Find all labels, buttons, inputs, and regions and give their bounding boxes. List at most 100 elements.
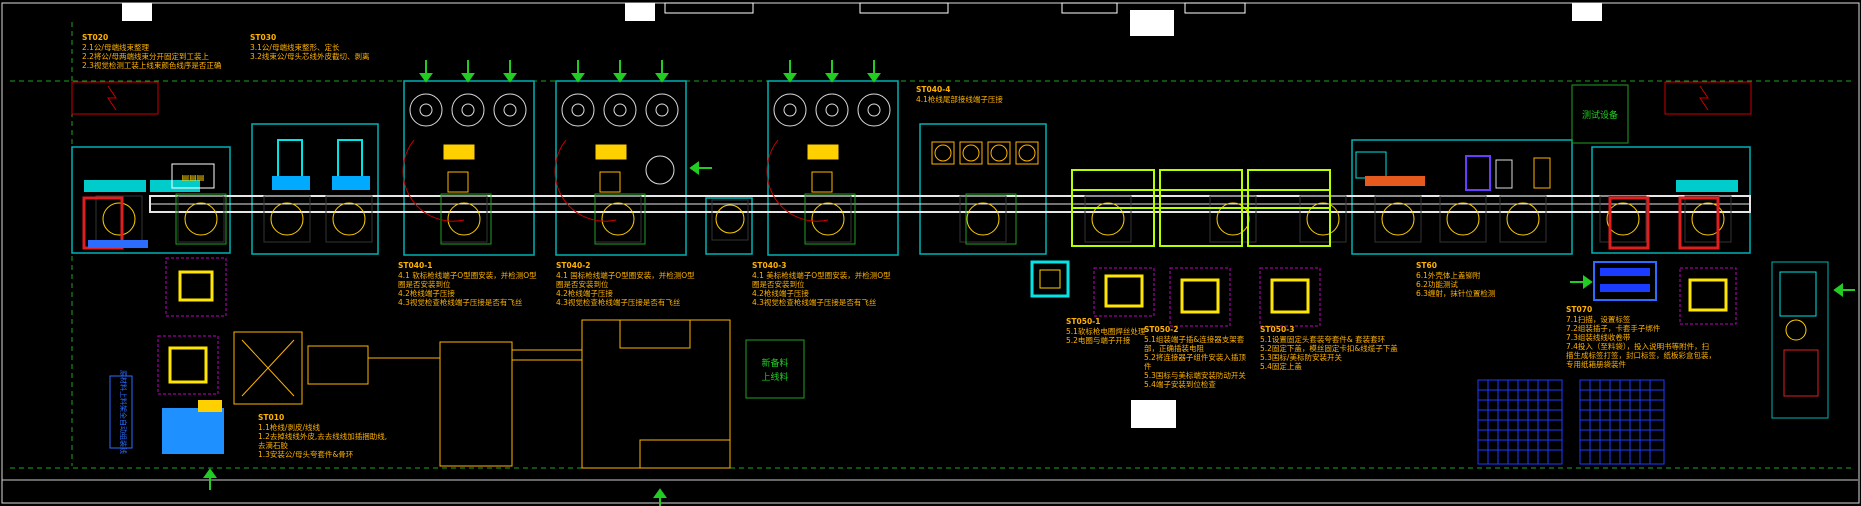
side-arrows	[203, 161, 1855, 506]
annotations: ST020 2.1公/母端线束整理 2.2将公/母两端线束分开固定到工装上 2.…	[82, 33, 1716, 459]
main-conveyor	[149, 195, 1751, 213]
reel-stations	[402, 93, 891, 222]
svg-text:3.2线束公/母头芯线外皮截切、剥离: 3.2线束公/母头芯线外皮截切、剥离	[250, 51, 370, 61]
st030-machine	[272, 139, 370, 190]
svg-text:5.2固定下盖，模丝固定卡扣&线缆子下盖: 5.2固定下盖，模丝固定卡扣&线缆子下盖	[1260, 343, 1398, 353]
fixtures	[157, 257, 1737, 395]
svg-text:4.2枪线端子压接: 4.2枪线端子压接	[398, 288, 455, 298]
svg-text:6.1外壳体上盖铆附: 6.1外壳体上盖铆附	[1416, 270, 1481, 280]
svg-text:4.1 美标枪线端子O型圈安装，并检测O型: 4.1 美标枪线端子O型圈安装，并检测O型	[752, 270, 891, 280]
svg-text:ST070: ST070	[1566, 305, 1592, 314]
fixture-parts	[168, 270, 1728, 384]
st030-note: ST030 3.1公/母端线束整形、定长 3.2线束公/母头芯线外皮截切、剥离	[250, 33, 370, 61]
svg-text:ST050-1: ST050-1	[1066, 317, 1101, 326]
svg-text:新备料: 新备料	[761, 357, 788, 369]
svg-text:5.2将连接器子组件安装入插顶: 5.2将连接器子组件安装入插顶	[1144, 352, 1246, 362]
st040-2-note: ST040-2 4.1 国标枪线端子O型圈安装，并检测O型 圈是否安装到位 4.…	[556, 261, 695, 307]
st040-4-note: ST040-4 4.1枪线尾部接线端子压接	[916, 85, 1003, 104]
svg-text:4.2枪线端子压接: 4.2枪线端子压接	[752, 288, 809, 298]
title-tab	[122, 3, 152, 21]
title-tab	[1184, 2, 1246, 14]
svg-text:ST010: ST010	[258, 413, 284, 422]
svg-text:4.1 国标枪线端子O型圈安装，并检测O型: 4.1 国标枪线端子O型圈安装，并检测O型	[556, 270, 695, 280]
svg-text:5.2电圈与端子开接: 5.2电圈与端子开接	[1066, 335, 1131, 345]
svg-text:ST040-3: ST040-3	[752, 261, 787, 270]
svg-text:4.1枪线尾部接线端子压接: 4.1枪线尾部接线端子压接	[916, 94, 1003, 104]
st040-1-note: ST040-1 4.1 软标枪线端子O型圈安装，并检测O型 圈是否安装到位 4.…	[398, 261, 537, 307]
svg-text:6.2功能测试: 6.2功能测试	[1416, 279, 1458, 289]
st050-lime-frames	[1071, 169, 1331, 247]
svg-text:2.3视觉检测工装上线束颜色线序是否正确: 2.3视觉检测工装上线束颜色线序是否正确	[82, 60, 221, 70]
svg-text:7.3组装线线收卷带: 7.3组装线线收卷带	[1566, 332, 1631, 342]
svg-text:部，正确插装电阻: 部，正确插装电阻	[1144, 343, 1204, 353]
st050-3-note: ST050-3 5.1设置固定头套装夸套件& 套装套环 5.2固定下盖，模丝固定…	[1260, 325, 1398, 371]
conveyor-trays	[95, 193, 1732, 245]
svg-text:1.1枪线/剥皮/线线: 1.1枪线/剥皮/线线	[258, 422, 320, 432]
side-cabinet: 原材料上料架全自动组装线	[109, 370, 133, 454]
cyan-fixture	[1030, 260, 1070, 298]
st050-2-note: ST050-2 5.1组装端子插&连接器支架套 部，正确插装电阻 5.2将连接器…	[1144, 325, 1246, 389]
svg-text:2.1公/母端线束整理: 2.1公/母端线束整理	[82, 42, 149, 52]
title-tab	[859, 2, 949, 14]
st60-note: ST60 6.1外壳体上盖铆附 6.2功能测试 6.3缠射，抹针位置检测	[1416, 261, 1495, 298]
svg-text:去滴石胶: 去滴石胶	[258, 440, 288, 450]
svg-text:2.2将公/母两端线束分开固定到工装上: 2.2将公/母两端线束分开固定到工装上	[82, 51, 209, 61]
packaging-racks	[1477, 379, 1665, 465]
svg-text:6.3缠射，抹针位置检测: 6.3缠射，抹针位置检测	[1416, 288, 1495, 298]
svg-text:ST040-4: ST040-4	[916, 85, 951, 94]
st020-note: ST020 2.1公/母端线束整理 2.2将公/母两端线束分开固定到工装上 2.…	[82, 33, 221, 70]
alert-box-right	[1664, 81, 1752, 115]
svg-text:专用纸箱册袋装件: 专用纸箱册袋装件	[1566, 359, 1626, 369]
st010-area	[233, 319, 731, 469]
svg-text:4.2枪线端子压接: 4.2枪线端子压接	[556, 288, 613, 298]
svg-text:3.1公/母端线束整形、定长: 3.1公/母端线束整形、定长	[250, 42, 340, 52]
svg-text:4.3视觉检查枪线端子压接是否有飞丝: 4.3视觉检查枪线端子压接是否有飞丝	[556, 297, 681, 307]
svg-text:5.3国标/美标防安装开关: 5.3国标/美标防安装开关	[1260, 352, 1342, 362]
svg-text:5.4固定上盖: 5.4固定上盖	[1260, 361, 1302, 371]
svg-text:ST040-1: ST040-1	[398, 261, 433, 270]
st60-machine	[1355, 151, 1551, 191]
feed-arrows	[419, 60, 881, 83]
svg-text:7.2组装插子，卡套手子绑件: 7.2组装插子，卡套手子绑件	[1566, 323, 1661, 333]
svg-text:▤▤▤: ▤▤▤	[182, 173, 205, 182]
svg-text:7.1扫描，设置标签: 7.1扫描，设置标签	[1566, 314, 1631, 324]
svg-text:ST050-3: ST050-3	[1260, 325, 1295, 334]
st020-machine: ▤▤▤	[82, 163, 215, 250]
svg-text:上线料: 上线料	[761, 371, 788, 383]
alert-box-left	[71, 81, 159, 115]
svg-text:ST020: ST020	[82, 33, 108, 42]
svg-text:ST030: ST030	[250, 33, 276, 42]
svg-text:5.4端子安装到位检查: 5.4端子安装到位检查	[1144, 379, 1216, 389]
svg-text:圈是否安装到位: 圈是否安装到位	[556, 279, 609, 289]
title-tab	[1130, 10, 1174, 36]
svg-text:测试设备: 测试设备	[1582, 109, 1618, 121]
svg-text:1.2去掉线线外皮,去去线线加插捆助线,: 1.2去掉线线外皮,去去线线加插捆助线,	[258, 431, 387, 441]
st070-note: ST070 7.1扫描，设置标签 7.2组装插子，卡套手子绑件 7.3组装线线收…	[1566, 305, 1716, 369]
svg-text:5.1软标枪电圈焊丝处理: 5.1软标枪电圈焊丝处理	[1066, 326, 1146, 336]
svg-text:ST050-2: ST050-2	[1144, 325, 1179, 334]
svg-text:件: 件	[1144, 361, 1152, 371]
svg-text:5.3国标与美标端安装防动开关: 5.3国标与美标端安装防动开关	[1144, 370, 1246, 380]
svg-text:4.3视觉检查枪线端子压接是否有飞丝: 4.3视觉检查枪线端子压接是否有飞丝	[752, 297, 877, 307]
st040-3-note: ST040-3 4.1 美标枪线端子O型圈安装，并检测O型 圈是否安装到位 4.…	[752, 261, 891, 307]
st010-note: ST010 1.1枪线/剥皮/线线 1.2去掉线线外皮,去去线线加插捆助线, 去…	[258, 413, 387, 459]
svg-text:ST040-2: ST040-2	[556, 261, 591, 270]
svg-text:4.3视觉检查枪线端子压接是否有飞丝: 4.3视觉检查枪线端子压接是否有飞丝	[398, 297, 523, 307]
st050-1-note: ST050-1 5.1软标枪电圈焊丝处理 5.2电圈与端子开接	[1066, 317, 1146, 345]
title-tab	[1572, 3, 1602, 21]
svg-text:圈是否安装到位: 圈是否安装到位	[398, 279, 451, 289]
title-tab	[625, 3, 655, 21]
svg-text:圈是否安装到位: 圈是否安装到位	[752, 279, 805, 289]
title-tab	[1131, 400, 1176, 428]
st010-blue-machine	[162, 400, 224, 454]
st040-4-machine	[931, 141, 1039, 165]
station-frames	[71, 80, 1751, 256]
svg-text:描生成标签打签，封口标签，纸板彩盒包装，: 描生成标签打签，封口标签，纸板彩盒包装，	[1566, 350, 1716, 360]
svg-text:5.1设置固定头套装夸套件& 套装套环: 5.1设置固定头套装夸套件& 套装套环	[1260, 334, 1386, 344]
st070-blue-fixture	[1593, 261, 1657, 301]
svg-text:7.4投入（至料袋），投入说明书等附件，扫: 7.4投入（至料袋），投入说明书等附件，扫	[1566, 341, 1709, 351]
loading-box: 新备料 上线料	[745, 339, 805, 399]
svg-text:4.1 软标枪线端子O型圈安装，并检测O型: 4.1 软标枪线端子O型圈安装，并检测O型	[398, 270, 537, 280]
svg-text:1.3安装公/母头夸套件&骨环: 1.3安装公/母头夸套件&骨环	[258, 449, 354, 459]
